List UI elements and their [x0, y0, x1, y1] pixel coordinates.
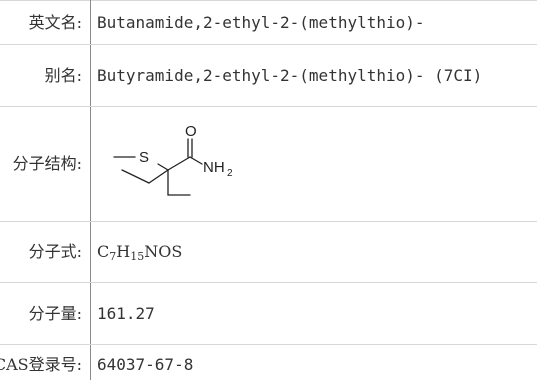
cas-row: CAS登录号: 64037-67-8 — [0, 344, 537, 380]
alias-row: 别名: Butyramide,2-ethyl-2-(methylthio)- (… — [0, 44, 537, 107]
formula-carbon-count: 7 — [109, 250, 117, 263]
atom-nitrogen-label: NH — [203, 159, 225, 176]
cas-value: 64037-67-8 — [90, 344, 537, 380]
english-name-label: 英文名: — [0, 0, 91, 45]
cas-label: CAS登录号: — [0, 344, 91, 380]
weight-value: 161.27 — [90, 282, 537, 345]
structure-label: 分子结构: — [0, 106, 91, 222]
bond-quaternary-carbonyl — [167, 156, 191, 171]
bond-carbonyl-nitrogen — [189, 156, 203, 165]
structure-cell: S O NH 2 — [90, 106, 537, 222]
weight-row: 分子量: 161.27 — [0, 282, 537, 345]
structure-diagram: S O NH 2 — [113, 123, 233, 196]
structure-row: 分子结构: S — [0, 106, 537, 222]
english-name-row: 英文名: Butanamide,2-ethyl-2-(methylthio)- — [0, 0, 537, 45]
atom-oxygen-label: O — [185, 123, 197, 140]
formula-hydrogen: H — [116, 242, 131, 261]
bond-s-quaternary — [157, 163, 169, 171]
alias-value: Butyramide,2-ethyl-2-(methylthio)- (7CI) — [90, 44, 537, 107]
bond-quaternary-ethyl-a — [148, 169, 169, 184]
weight-label: 分子量: — [0, 282, 91, 345]
formula-rest: NOS — [144, 242, 183, 261]
formula-label: 分子式: — [0, 221, 91, 283]
formula-value: C7H15NOS — [90, 221, 537, 283]
formula-carbon: C — [97, 242, 110, 261]
english-name-value: Butanamide,2-ethyl-2-(methylthio)- — [90, 0, 537, 45]
alias-label: 别名: — [0, 44, 91, 107]
formula-row: 分子式: C7H15NOS — [0, 221, 537, 283]
atom-sulfur-label: S — [139, 149, 149, 166]
formula-hydrogen-count: 15 — [130, 250, 145, 263]
atom-nitrogen-subscript: 2 — [227, 168, 233, 179]
bond-ethyl-a-terminal — [121, 169, 150, 184]
